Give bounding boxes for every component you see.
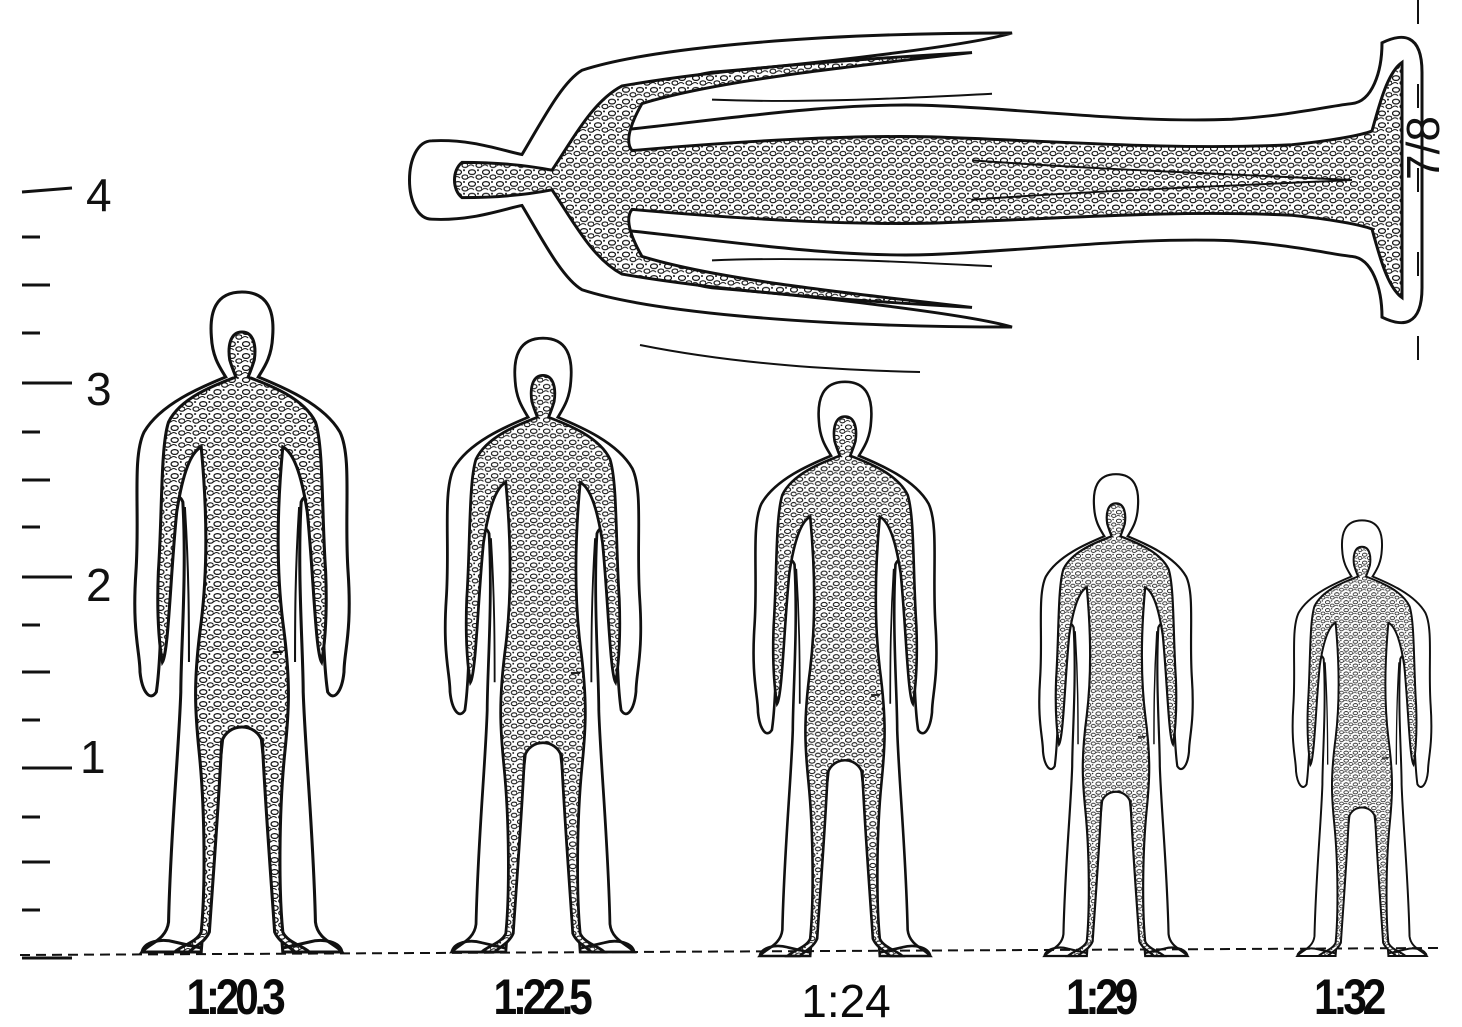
ruler-label-4: 4 [86, 172, 112, 218]
scale-label-5: 1:32 [1263, 972, 1433, 1022]
standing-figure-3 [754, 382, 937, 956]
lying-figure [410, 33, 1423, 327]
lying-figure-shadow [640, 345, 920, 372]
scale-label-1: 1:20.3 [149, 972, 319, 1022]
standing-figure-2 [445, 338, 641, 952]
standing-figure-4 [1039, 474, 1192, 956]
scale-label-2: 1:22.5 [456, 972, 626, 1022]
standing-figure-1 [135, 292, 349, 952]
ground-line [20, 948, 1440, 955]
height-ruler [22, 188, 72, 958]
standing-figure-5 [1293, 520, 1432, 956]
scale-label-3: 1:24 [746, 978, 946, 1024]
scale-label-4: 1:29 [1015, 972, 1185, 1022]
ruler-label-2: 2 [86, 562, 112, 608]
lying-figure-scale-label: 7/8 [1400, 116, 1446, 180]
ruler-label-1: 1 [80, 734, 106, 780]
ruler-label-3: 3 [86, 366, 112, 412]
